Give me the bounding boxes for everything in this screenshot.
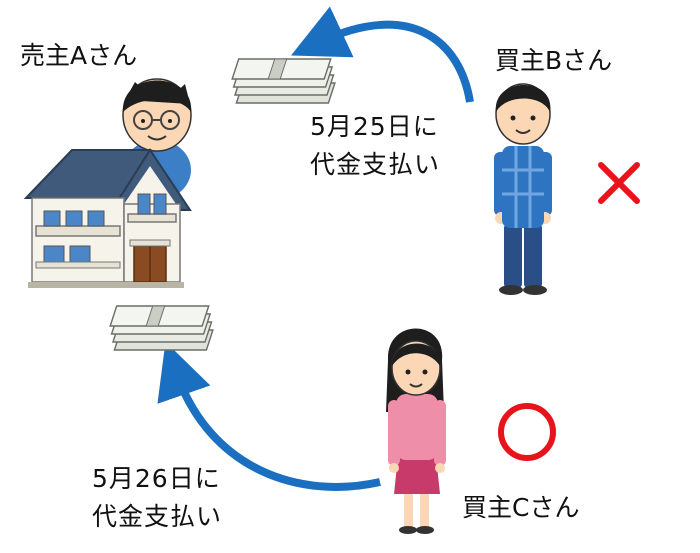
- buyer-b-name: 買主Bさん: [495, 46, 613, 75]
- payment-note-c-line2: 代金支払い: [92, 501, 223, 531]
- house-icon: [23, 148, 192, 288]
- circle-mark-icon: [498, 403, 556, 461]
- payment-note-c: 5月26日に 代金支払い: [92, 460, 222, 535]
- payment-note-b-line1: 5月25日に: [310, 112, 439, 141]
- buyer-c-name: 買主Cさん: [462, 493, 580, 522]
- buyer-c-person-icon: [386, 328, 446, 534]
- seller-name: 売主Aさん: [20, 41, 138, 70]
- payment-arrow-b: [290, 6, 474, 103]
- payment-note-b: 5月25日に 代金支払い: [310, 108, 440, 183]
- payment-arrow-c: [157, 341, 381, 491]
- buyer-b-person-icon: [494, 83, 552, 295]
- cross-mark-icon: [598, 162, 640, 204]
- payment-note-b-line2: 代金支払い: [310, 149, 441, 179]
- money-stack-icon: [109, 305, 214, 351]
- money-stack-icon: [231, 58, 336, 104]
- payment-note-c-line1: 5月26日に: [92, 464, 221, 493]
